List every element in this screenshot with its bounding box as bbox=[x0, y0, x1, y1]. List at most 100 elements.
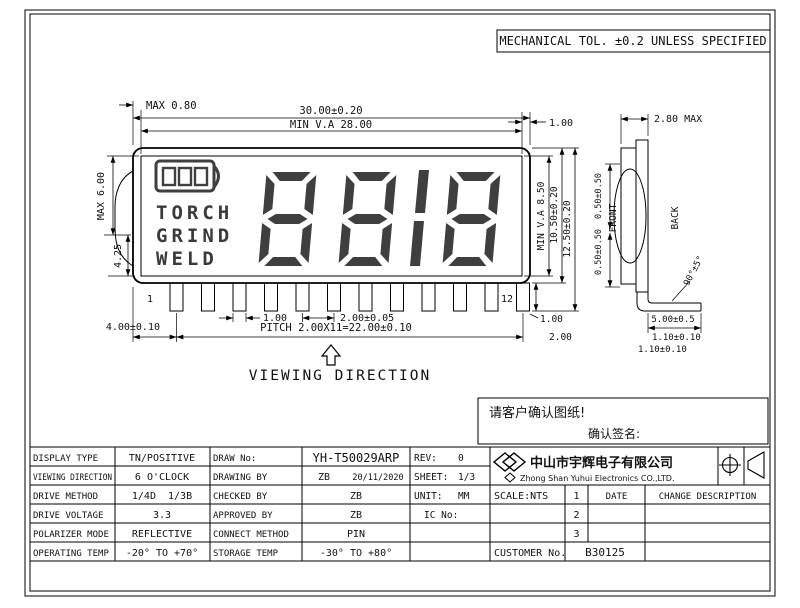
side-pin-outer bbox=[636, 292, 701, 312]
up-arrow-icon bbox=[320, 344, 342, 366]
segment-digits bbox=[258, 170, 501, 266]
viewing-direction-row-value: 6 O'CLOCK bbox=[135, 472, 189, 483]
side-front-glass bbox=[620, 147, 637, 285]
dim-width-va: MIN V.A 28.00 bbox=[290, 119, 372, 131]
dim-side-thickness: 2.80 MAX bbox=[654, 114, 702, 125]
dim-pin-pitch: 2.00±0.05 bbox=[340, 313, 394, 324]
side-back-label: BACK bbox=[670, 206, 681, 229]
dimensions-bottom: 4.00±0.10 1.00 2.00±0.05 PITCH 2.00X11=2… bbox=[106, 287, 524, 342]
dim-total-height: 12.50±0.20 bbox=[562, 200, 573, 257]
drawing-date-value: 20/11/2020 bbox=[352, 473, 403, 483]
side-polarizer-bulge bbox=[613, 168, 647, 264]
pin-number-last: 12 bbox=[501, 294, 513, 305]
date-header: DATE bbox=[606, 492, 628, 502]
projection-symbol-circle-icon bbox=[719, 454, 741, 476]
dim-glass-height: 10.50±0.20 bbox=[549, 186, 560, 243]
dim-pitch-total: PITCH 2.00X11=22.00±0.10 bbox=[260, 322, 412, 334]
dim-left-offset: 4.25 bbox=[113, 244, 124, 268]
dim-bend-angle: 90°±5° bbox=[682, 254, 706, 287]
confirm-box: 请客户确认图纸! 确认签名: bbox=[477, 397, 769, 445]
company-name-cn: 中山市宇辉电子有限公司 bbox=[530, 455, 673, 471]
tolerance-note: MECHANICAL TOL. ±0.2 UNLESS SPECIFIED bbox=[499, 34, 766, 48]
side-pin-inner bbox=[647, 292, 701, 304]
viewing-area-outline bbox=[140, 155, 523, 277]
segment-digit-8-first bbox=[258, 172, 317, 266]
legend-torch: TORCH bbox=[156, 202, 233, 224]
segment-digit-1-lower bbox=[410, 221, 424, 266]
pin-number-first: 1 bbox=[147, 294, 153, 305]
sheet-label: SHEET: bbox=[414, 472, 448, 483]
draw-no-value: YH-T50029ARP bbox=[313, 451, 400, 465]
rev-label: REV: bbox=[414, 453, 437, 464]
segment-digit-8-second bbox=[338, 172, 397, 266]
viewing-direction: VIEWING DIRECTION bbox=[249, 344, 431, 384]
dim-side-pin-b: 1.10±0.10 bbox=[638, 345, 687, 355]
rev-row-3: 3 bbox=[573, 529, 579, 540]
checked-by-label: CHECKED BY bbox=[213, 492, 268, 502]
scale-label: SCALE:NTS bbox=[494, 491, 548, 502]
sheet-frame bbox=[24, 9, 776, 597]
display-type-label: DISPLAY TYPE bbox=[33, 454, 98, 464]
tolerance-note-box: MECHANICAL TOL. ±0.2 UNLESS SPECIFIED bbox=[496, 29, 771, 53]
viewing-direction-row-label: VIEWING DIRECTION bbox=[33, 473, 112, 483]
company-logo-icon bbox=[492, 452, 527, 483]
operating-temp-value: -20° TO +70° bbox=[126, 548, 198, 559]
dim-max-080: MAX 0.80 bbox=[146, 100, 197, 112]
title-block-info: REV: 0 SHEET: 1/3 UNIT: MM IC No: bbox=[414, 453, 475, 521]
dim-side-gap-front: 0.50±0.50 bbox=[594, 173, 604, 219]
dim-bottom-right-gap: 1.00 bbox=[540, 314, 563, 325]
lcd-front-view: TORCH GRIND WELD 1 12 bbox=[114, 147, 531, 312]
legend-grind: GRIND bbox=[156, 225, 233, 247]
title-block-left: DISPLAY TYPE TN/POSITIVE VIEWING DIRECTI… bbox=[33, 453, 198, 559]
ic-no-label: IC No: bbox=[424, 510, 458, 521]
drive-method-value: 1/4D 1/3B bbox=[132, 491, 192, 502]
approved-by-value: ZB bbox=[350, 510, 362, 521]
dim-width-total: 30.00±0.20 bbox=[299, 105, 362, 117]
dim-side-pin-a: 1.10±0.10 bbox=[652, 333, 701, 343]
checked-by-value: ZB bbox=[350, 491, 362, 502]
pin-row: 1 12 bbox=[147, 282, 530, 312]
title-block-grid bbox=[30, 446, 770, 562]
rev-row-1: 1 bbox=[573, 491, 579, 502]
dim-va-height: MIN V.A 8.50 bbox=[536, 181, 547, 250]
drawing-by-value: ZB bbox=[318, 472, 330, 483]
unit-label: UNIT: bbox=[414, 491, 443, 502]
dim-pin-offset: 4.00±0.10 bbox=[106, 322, 160, 333]
display-type-value: TN/POSITIVE bbox=[129, 453, 195, 464]
polarizer-mode-value: REFLECTIVE bbox=[132, 529, 192, 540]
viewing-direction-label: VIEWING DIRECTION bbox=[249, 368, 431, 384]
dim-pin-length: 2.00 bbox=[549, 332, 572, 343]
connect-method-value: PIN bbox=[347, 529, 365, 540]
dim-side-pin-len: 5.00±0.5 bbox=[651, 315, 694, 325]
draw-no-label: DRAW No: bbox=[213, 454, 256, 464]
rev-row-2: 2 bbox=[573, 510, 579, 521]
sheet-value: 1/3 bbox=[458, 472, 475, 483]
company-block: 中山市宇辉电子有限公司 Zhong Shan Yuhui Electronics… bbox=[492, 451, 765, 483]
dimensions-top: MAX 0.80 30.00±0.20 MIN V.A 28.00 1.00 bbox=[119, 100, 573, 154]
confirm-sign-label: 确认签名: bbox=[588, 426, 640, 441]
projection-symbol-cone-icon bbox=[747, 451, 765, 479]
dimensions-left: MAX 6.00 4.25 bbox=[96, 155, 139, 277]
drive-method-label: DRIVE METHOD bbox=[33, 492, 98, 502]
side-view: 2.80 MAX 0.50±0.50 0.50±0.50 FRONT BACK … bbox=[594, 114, 706, 355]
segment-digit-8-third bbox=[442, 172, 501, 266]
drive-voltage-label: DRIVE VOLTAGE bbox=[33, 511, 103, 521]
approved-by-label: APPROVED BY bbox=[213, 511, 273, 521]
operating-temp-label: OPERATING TEMP bbox=[33, 549, 109, 559]
company-name-en: Zhong Shan Yuhui Electronics CO.,LTD. bbox=[520, 474, 674, 483]
revision-area: SCALE:NTS 1 DATE CHANGE DESCRIPTION 2 3 … bbox=[494, 491, 756, 559]
polarizer-mode-label: POLARIZER MODE bbox=[33, 530, 109, 540]
dimensions-right: MIN V.A 8.50 10.50±0.20 12.50±0.20 1.00 … bbox=[524, 147, 579, 343]
segment-digit-1-upper bbox=[415, 170, 429, 213]
dim-max-height: MAX 6.00 bbox=[96, 172, 107, 220]
change-description-header: CHANGE DESCRIPTION bbox=[659, 492, 757, 502]
connect-method-label: CONNECT METHOD bbox=[213, 530, 289, 540]
dim-side-gap-back: 0.50±0.50 bbox=[594, 229, 604, 275]
customer-no-label: CUSTOMER No. bbox=[494, 548, 566, 559]
title-block: DISPLAY TYPE TN/POSITIVE VIEWING DIRECTI… bbox=[30, 446, 770, 562]
drawing-by-label: DRAWING BY bbox=[213, 473, 268, 483]
dim-top-right-gap: 1.00 bbox=[549, 118, 573, 129]
dim-pin-width: 1.00 bbox=[263, 313, 287, 324]
